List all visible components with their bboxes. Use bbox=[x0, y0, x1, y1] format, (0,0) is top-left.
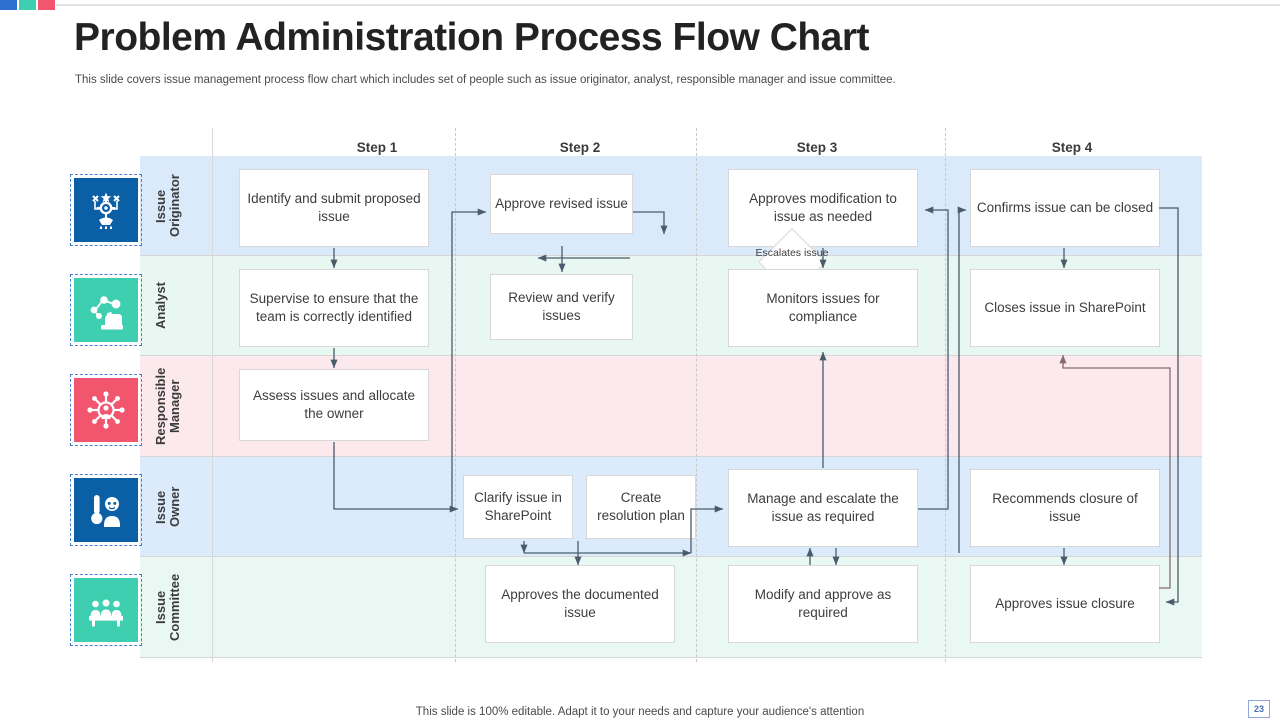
step-header-1: Step 1 bbox=[356, 140, 398, 155]
lane-separator bbox=[140, 456, 1202, 457]
step-header-3: Step 3 bbox=[796, 140, 838, 155]
node-approves-issue-closure[interactable]: Approves issue closure bbox=[970, 565, 1160, 643]
footer-note: This slide is 100% editable. Adapt it to… bbox=[415, 706, 865, 718]
node-monitors-issues-for-compliance[interactable]: Monitors issues for compliance bbox=[728, 269, 918, 347]
icon-tile-analyst bbox=[70, 274, 142, 346]
node-recommends-closure-of-issue[interactable]: Recommends closure of issue bbox=[970, 469, 1160, 547]
page-title: Problem Administration Process Flow Char… bbox=[74, 16, 870, 59]
issue-originator-icon bbox=[74, 178, 138, 242]
node-approve-revised-issue[interactable]: Approve revised issue bbox=[490, 174, 633, 234]
issue-owner-icon bbox=[74, 478, 138, 542]
icon-tile-issue-committee bbox=[70, 574, 142, 646]
node-manage-and-escalate-the-issue-as-required[interactable]: Manage and escalate the issue as require… bbox=[728, 469, 918, 547]
node-identify-and-submit-proposed-issue[interactable]: Identify and submit proposed issue bbox=[239, 169, 429, 247]
step-divider-2 bbox=[696, 128, 697, 662]
decor-square-blue bbox=[0, 0, 17, 10]
decor-square-teal bbox=[19, 0, 36, 10]
lane-separator bbox=[140, 657, 1202, 658]
icon-tile-issue-owner bbox=[70, 474, 142, 546]
node-closes-issue-in-sharepoint[interactable]: Closes issue in SharePoint bbox=[970, 269, 1160, 347]
page-number-badge: 23 bbox=[1248, 700, 1270, 718]
node-approves-the-documented-issue[interactable]: Approves the documented issue bbox=[485, 565, 675, 643]
node-approves-modification-to-issue-as-needed[interactable]: Approves modification to issue as needed bbox=[728, 169, 918, 247]
analyst-icon bbox=[74, 278, 138, 342]
node-supervise-to-ensure-team-correctly-identified[interactable]: Supervise to ensure that the team is cor… bbox=[239, 269, 429, 347]
node-clarify-issue-in-sharepoint[interactable]: Clarify issue in SharePoint bbox=[463, 475, 573, 539]
lane-separator bbox=[140, 255, 1202, 256]
node-review-and-verify-issues[interactable]: Review and verify issues bbox=[490, 274, 633, 340]
step-divider-1 bbox=[455, 128, 456, 662]
node-confirms-issue-can-be-closed[interactable]: Confirms issue can be closed bbox=[970, 169, 1160, 247]
node-modify-and-approve-as-required[interactable]: Modify and approve as required bbox=[728, 565, 918, 643]
page-subtitle: This slide covers issue management proce… bbox=[75, 74, 896, 86]
node-create-resolution-plan[interactable]: Create resolution plan bbox=[586, 475, 696, 539]
lane-separator bbox=[140, 556, 1202, 557]
step-divider-3 bbox=[945, 128, 946, 662]
lane-label-column-divider bbox=[212, 128, 213, 662]
node-assess-issues-and-allocate-the-owner[interactable]: Assess issues and allocate the owner bbox=[239, 369, 429, 441]
lane-separator bbox=[140, 355, 1202, 356]
top-decoration-bar bbox=[0, 0, 1280, 10]
icon-tile-responsible-manager bbox=[70, 374, 142, 446]
step-header-4: Step 4 bbox=[1051, 140, 1093, 155]
lane-label-analyst: Analyst bbox=[153, 282, 168, 330]
header-rule bbox=[56, 4, 1280, 6]
issue-committee-icon bbox=[74, 578, 138, 642]
step-header-2: Step 2 bbox=[559, 140, 601, 155]
decor-square-pink bbox=[38, 0, 55, 10]
decision-escalates-issue-label: Escalates issue bbox=[755, 247, 829, 259]
icon-tile-issue-originator bbox=[70, 174, 142, 246]
responsible-manager-icon bbox=[74, 378, 138, 442]
